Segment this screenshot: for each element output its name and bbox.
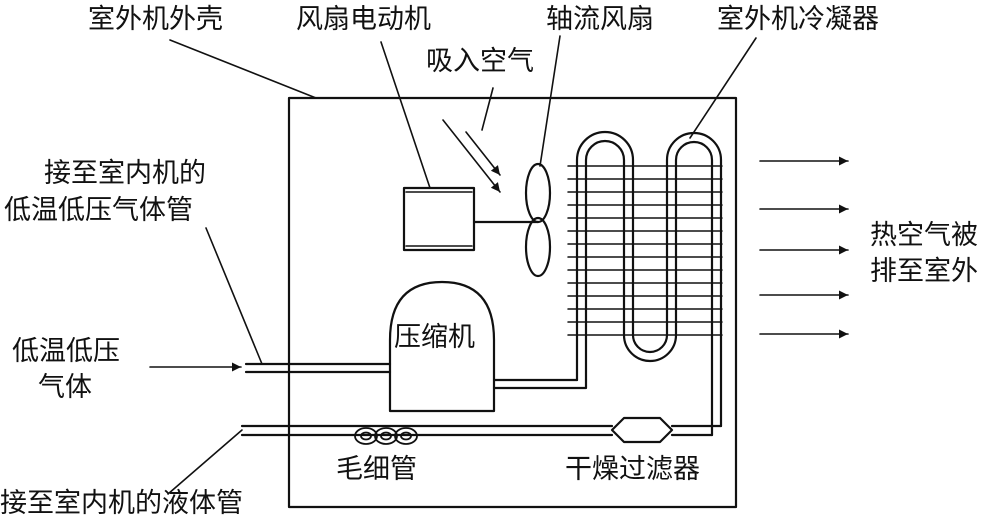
condenser-fins [567,165,723,336]
condenser-coil [584,139,714,428]
capillary-coil [354,427,418,445]
axial-fan-blade [524,216,552,278]
axial-fan-blade [524,162,552,224]
gas-pipe-label-line1: 接至室内机的 [44,158,206,189]
intake-air-leader [481,87,494,131]
hot-air-label-line1: 热空气被 [870,220,978,251]
leader-fan-motor [380,41,431,189]
liquid-pipe-label: 接至室内机的液体管 [0,488,243,519]
compressor [388,280,496,413]
outdoor-casing [287,96,738,509]
intake-air-label: 吸入空气 [426,46,534,77]
gas-pipe-label-line2: 低温低压气体管 [4,195,193,226]
capillary-label: 毛细管 [336,454,417,485]
intake-arrow [442,119,501,193]
exhaust-arrows [759,156,849,339]
filter-drier [610,416,674,444]
low-temp-gas-label-line2: 气体 [38,372,92,403]
condenser-coil [575,130,723,428]
leader-lines [167,35,757,495]
leader-axial-fan [539,35,561,167]
compressor-label: 压缩机 [394,322,475,353]
condenser-label: 室外机冷凝器 [717,4,879,35]
fan-motor-label: 风扇电动机 [296,4,431,35]
leader-liquid-pipe [167,429,243,495]
leader-casing [169,39,317,99]
axial-fan-label: 轴流风扇 [546,4,654,35]
low-temp-gas-label-line1: 低温低压 [12,336,120,367]
leader-gas-pipe [205,227,263,365]
leader-condenser [689,37,757,139]
filter-drier-label: 干燥过滤器 [565,454,700,485]
intake-arrow [465,131,501,176]
fan-motor [402,186,476,252]
outdoor-casing-label: 室外机外壳 [88,4,223,35]
hot-air-label-line2: 排至室外 [870,256,978,287]
discharge-pipe [492,378,588,390]
intake-air-arrows [442,87,501,193]
